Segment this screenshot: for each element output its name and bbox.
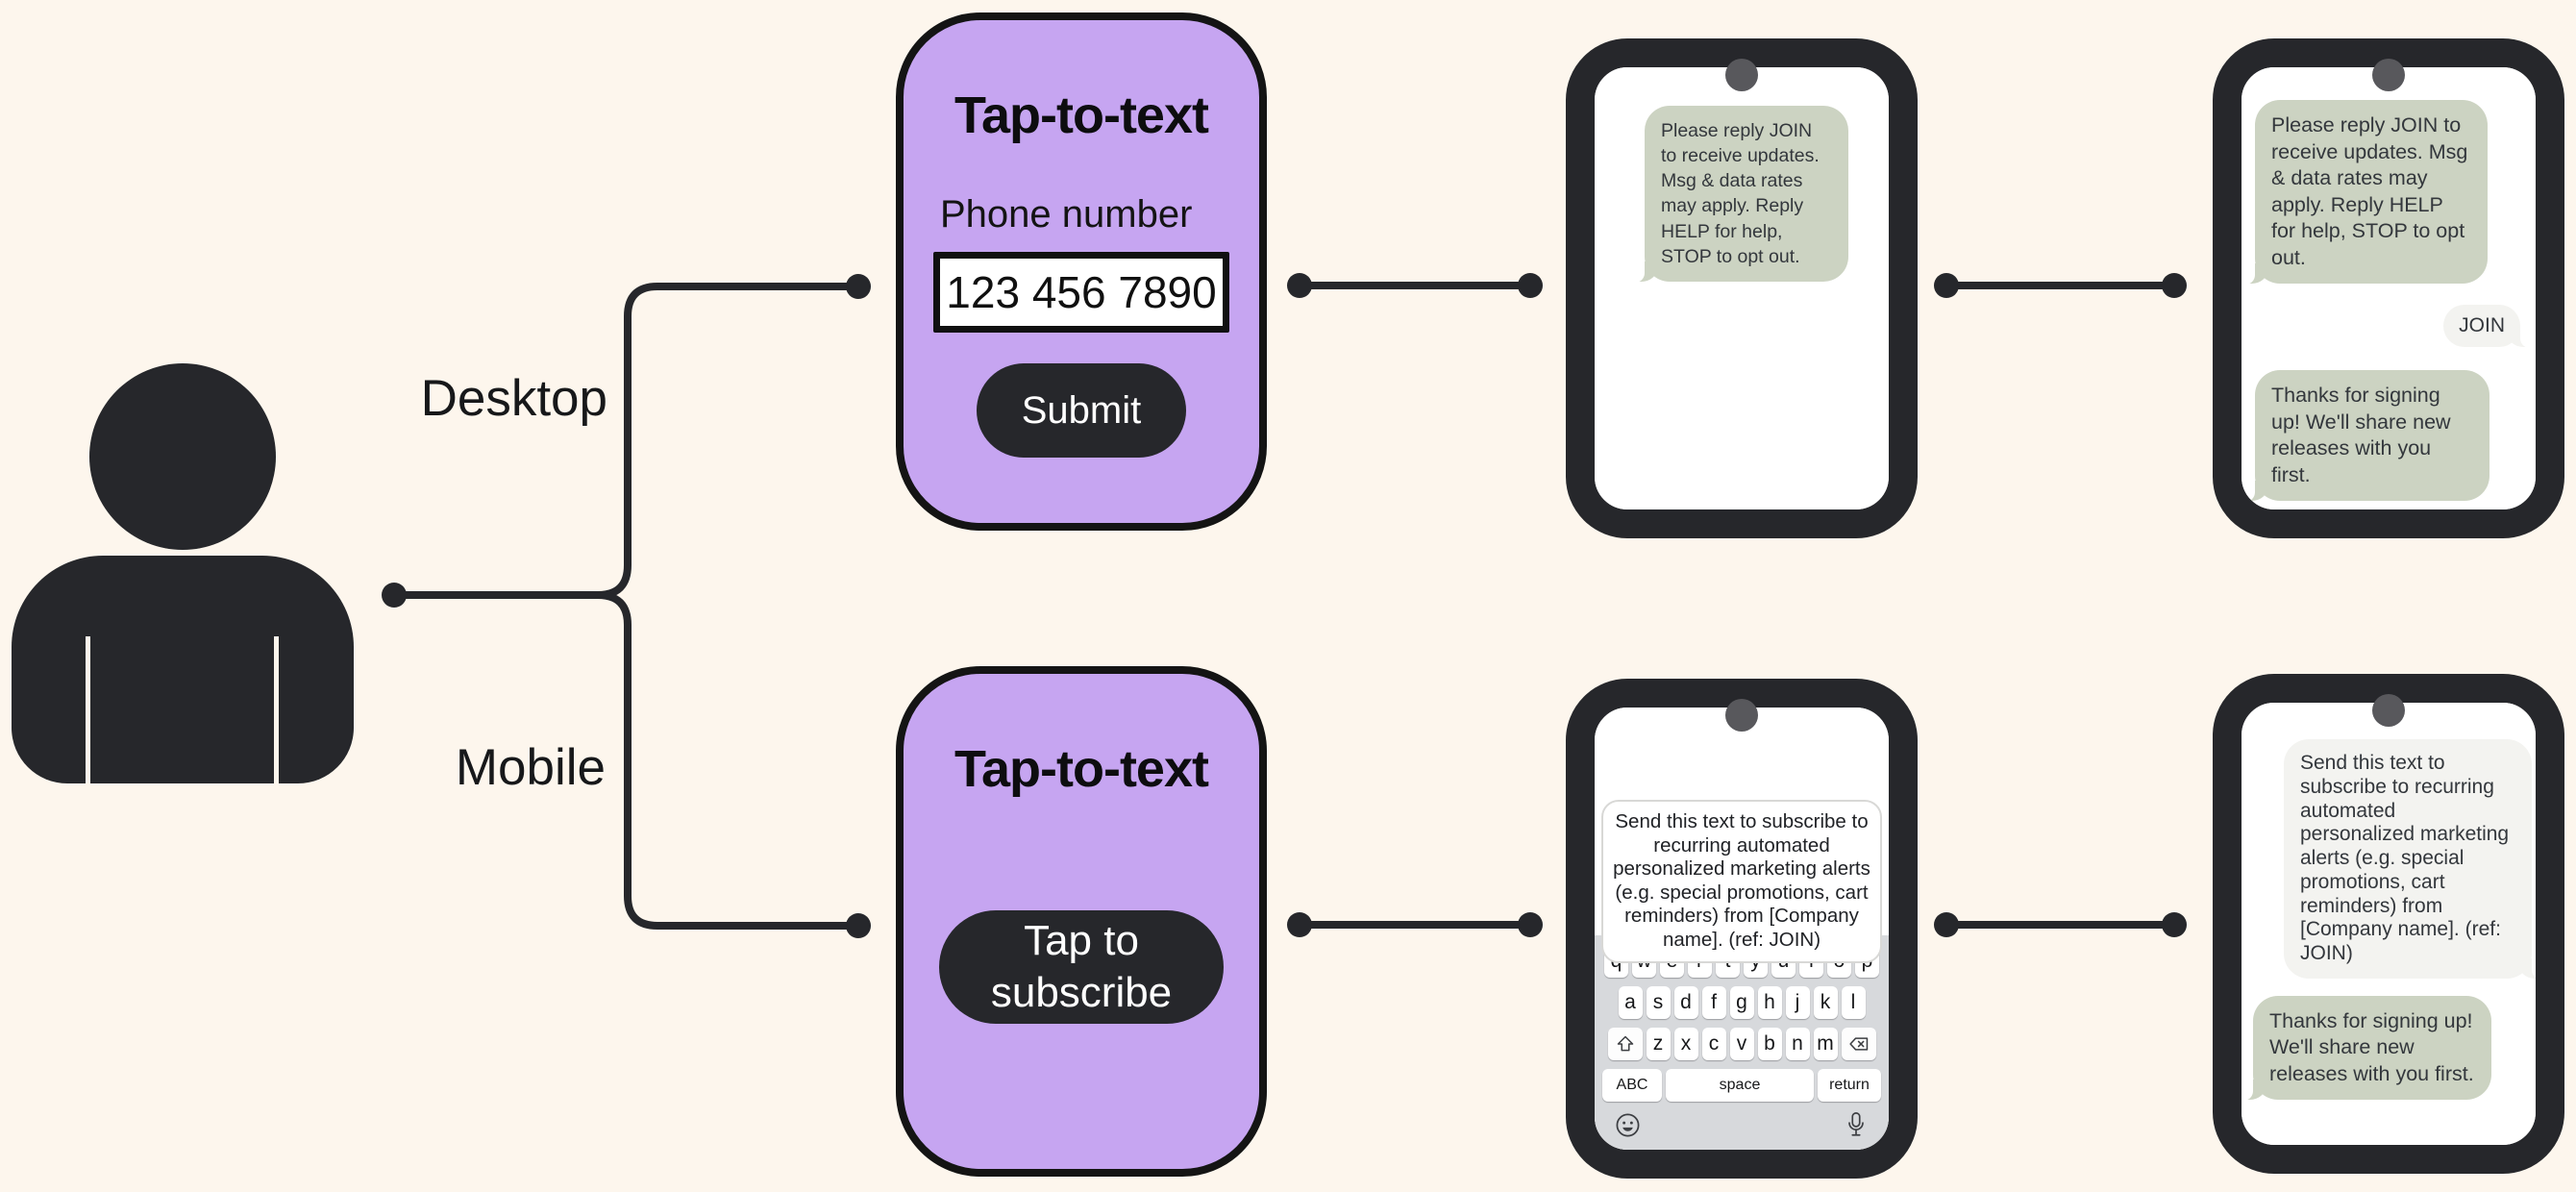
- key-d[interactable]: d: [1673, 986, 1698, 1019]
- sms-compose-field[interactable]: Send this text to subscribe to recurring…: [1601, 800, 1882, 963]
- key-b[interactable]: b: [1757, 1028, 1782, 1060]
- keyboard-row-3: z x c v b n m: [1600, 1028, 1883, 1060]
- key-l[interactable]: l: [1841, 986, 1866, 1019]
- mic-icon: [1848, 1112, 1864, 1136]
- phone-join-conversation: Please reply JOIN to receive updates. Ms…: [2213, 38, 2564, 538]
- shift-icon: [1617, 1035, 1633, 1052]
- sms-bubble-outbound: JOIN: [2443, 305, 2530, 349]
- key-x[interactable]: x: [1673, 1028, 1698, 1060]
- sms-text: Send this text to subscribe to recurring…: [2300, 752, 2510, 965]
- space-key[interactable]: space: [1666, 1069, 1814, 1102]
- branch-label-mobile: Mobile: [455, 739, 606, 796]
- desktop-signup-widget: Tap-to-text Phone number Submit: [896, 12, 1267, 531]
- phone-confirmation-conversation: Send this text to subscribe to recurring…: [2213, 674, 2564, 1174]
- keyboard-row-4: ABC space return: [1600, 1069, 1883, 1102]
- camera-dot: [2372, 59, 2405, 91]
- arm-divider-left: [86, 636, 90, 783]
- abc-key[interactable]: ABC: [1602, 1069, 1662, 1102]
- phone-compose-sms: Send this text to subscribe to recurring…: [1566, 679, 1918, 1179]
- sms-bubble-inbound: Please reply JOIN to receive updates. Ms…: [1635, 106, 1848, 283]
- key-z[interactable]: z: [1646, 1028, 1671, 1060]
- key-m[interactable]: m: [1813, 1028, 1838, 1060]
- arm-divider-right: [274, 636, 279, 783]
- sms-text: Please reply JOIN to receive updates. Ms…: [1661, 120, 1820, 267]
- phone-number-label: Phone number: [940, 193, 1193, 236]
- shift-key[interactable]: [1607, 1028, 1643, 1060]
- key-h[interactable]: h: [1757, 986, 1782, 1019]
- phone-screen: Send this text to subscribe to recurring…: [1595, 708, 1889, 1150]
- backspace-key[interactable]: [1841, 1028, 1876, 1060]
- camera-dot: [1725, 699, 1758, 732]
- sms-text: Thanks for signing up! We'll share new r…: [2269, 1008, 2474, 1085]
- sms-text: Please reply JOIN to receive updates. Ms…: [2271, 113, 2468, 269]
- key-s[interactable]: s: [1646, 986, 1671, 1019]
- submit-button[interactable]: Submit: [977, 363, 1186, 458]
- keyboard-bottom-bar: [1600, 1111, 1883, 1150]
- branch-fork: [394, 282, 2174, 930]
- phone-screen: Please reply JOIN to receive updates. Ms…: [2242, 67, 2536, 509]
- key-g[interactable]: g: [1729, 986, 1754, 1019]
- person-head: [89, 363, 276, 550]
- key-c[interactable]: c: [1701, 1028, 1726, 1060]
- phone-optin-prompt: Please reply JOIN to receive updates. Ms…: [1566, 38, 1918, 538]
- sms-bubble-inbound: Please reply JOIN to receive updates. Ms…: [2245, 100, 2488, 286]
- camera-dot: [2372, 694, 2405, 727]
- mobile-signup-widget: Tap-to-text Tap to subscribe: [896, 666, 1267, 1177]
- onscreen-keyboard: q w e r t y u i o p a s d f g h: [1595, 935, 1889, 1150]
- widget-title: Tap-to-text: [954, 740, 1209, 798]
- sms-text: Thanks for signing up! We'll share new r…: [2271, 384, 2451, 486]
- connector-dots: [382, 273, 2187, 938]
- widget-title: Tap-to-text: [954, 87, 1209, 144]
- key-k[interactable]: k: [1813, 986, 1838, 1019]
- sms-text: JOIN: [2459, 314, 2505, 337]
- camera-dot: [1725, 59, 1758, 91]
- key-n[interactable]: n: [1785, 1028, 1810, 1060]
- dictation-key[interactable]: [1843, 1111, 1870, 1138]
- emoji-key[interactable]: [1614, 1111, 1641, 1138]
- keyboard-row-2: a s d f g h j k l: [1600, 986, 1883, 1019]
- phone-number-input[interactable]: [933, 252, 1229, 333]
- key-f[interactable]: f: [1701, 986, 1726, 1019]
- tap-to-subscribe-button[interactable]: Tap to subscribe: [939, 910, 1224, 1024]
- sms-bubble-inbound: Thanks for signing up! We'll share new r…: [2243, 995, 2491, 1101]
- phone-screen: Please reply JOIN to receive updates. Ms…: [1595, 67, 1889, 509]
- branch-label-desktop: Desktop: [420, 370, 607, 427]
- emoji-icon: [1616, 1113, 1639, 1136]
- sms-bubble-outbound: Send this text to subscribe to recurring…: [2284, 739, 2536, 980]
- person-body: [12, 556, 354, 783]
- phone-screen: Send this text to subscribe to recurring…: [2242, 703, 2536, 1145]
- return-key[interactable]: return: [1818, 1069, 1881, 1102]
- key-v[interactable]: v: [1729, 1028, 1754, 1060]
- key-a[interactable]: a: [1618, 986, 1643, 1019]
- sms-bubble-inbound: Thanks for signing up! We'll share new r…: [2245, 370, 2489, 503]
- person-icon: [12, 363, 354, 783]
- key-j[interactable]: j: [1785, 986, 1810, 1019]
- backspace-icon: [1848, 1037, 1868, 1051]
